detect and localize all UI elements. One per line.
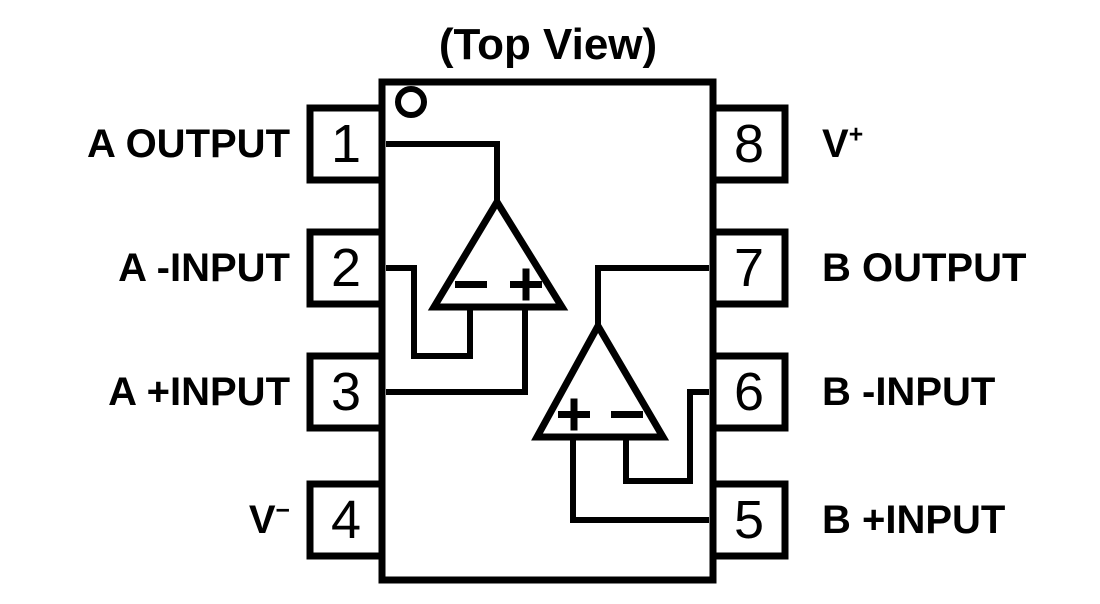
pin-box-4[interactable]	[306, 480, 386, 560]
pin-number-2: 2	[331, 238, 361, 298]
notch-circle-icon	[395, 86, 427, 118]
op-amp-a-minus-sign	[455, 281, 487, 288]
pin-label-7: B OUTPUT	[822, 246, 1027, 290]
op-amp-b-plus-sign	[558, 398, 590, 431]
op-amp-a-triangle	[427, 195, 569, 311]
op-amp-b-minus-sign	[611, 411, 643, 418]
pin-label-1: A OUTPUT	[87, 122, 290, 166]
pin-box-5[interactable]	[709, 480, 789, 560]
pin-box-7[interactable]	[709, 228, 789, 308]
pin-number-7: 7	[734, 238, 764, 298]
pin-label-6: B -INPUT	[822, 370, 996, 414]
wire-pin6-to-ampB-minus	[623, 389, 709, 484]
wire-pin2-to-ampA-minus	[386, 265, 473, 359]
pin-label-8: V+	[822, 121, 864, 166]
pin-box-6[interactable]	[709, 352, 789, 432]
op-amp-a-plus-sign	[510, 268, 542, 301]
pin-label-5: B +INPUT	[822, 498, 1006, 542]
pin-label-4: V−	[248, 497, 290, 542]
pin-label-2: A -INPUT	[118, 246, 290, 290]
pin-number-6: 6	[734, 362, 764, 422]
pin-number-1: 1	[331, 114, 361, 174]
pin-number-3: 3	[331, 362, 361, 422]
pin-number-5: 5	[734, 490, 764, 550]
pin-box-8[interactable]	[709, 104, 789, 184]
pin-label-3: A +INPUT	[108, 370, 290, 414]
wire-pin5-to-ampB-plus	[570, 437, 709, 523]
wire-pin1-to-ampA-output	[386, 141, 500, 202]
wire-pin7-to-ampB-output	[595, 265, 709, 326]
pin-box-2[interactable]	[306, 228, 386, 308]
wire-pin3-to-ampA-plus	[386, 307, 528, 395]
op-amp-b-triangle	[531, 318, 670, 441]
pin-number-4: 4	[331, 490, 361, 550]
pin-box-1[interactable]	[306, 104, 386, 184]
diagram-title: (Top View)	[438, 20, 658, 69]
pin-box-3[interactable]	[306, 352, 386, 432]
package-body-outline	[378, 78, 717, 584]
pin-number-8: 8	[734, 114, 764, 174]
